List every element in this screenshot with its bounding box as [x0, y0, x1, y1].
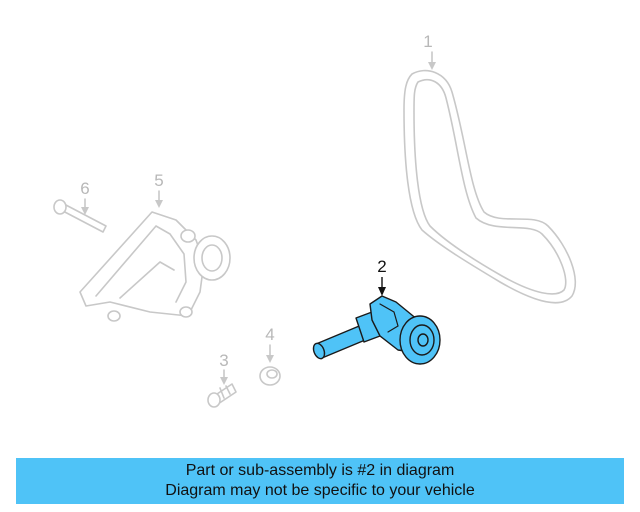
banner-line-1: Part or sub-assembly is #2 in diagram	[185, 462, 455, 479]
callout-2-arrow	[378, 287, 386, 296]
long-bolt	[53, 199, 107, 233]
parts-diagram: 1 2 3 4	[53, 32, 577, 408]
tensioner-shaft-end	[312, 342, 326, 360]
callout-5: 5	[154, 171, 164, 208]
banner-line-2: Diagram may not be specific to your vehi…	[165, 482, 475, 499]
mounting-bracket	[79, 211, 231, 322]
callout-5-arrow	[155, 200, 163, 208]
belt-tensioner	[312, 295, 441, 365]
callout-6-arrow	[81, 207, 89, 215]
callout-1-label: 1	[423, 32, 432, 51]
callout-3-arrow	[220, 377, 228, 385]
callout-6: 6	[80, 179, 90, 215]
callout-1: 1	[423, 32, 436, 70]
callout-4-label: 4	[265, 325, 274, 344]
info-banner: Part or sub-assembly is #2 in diagram Di…	[16, 458, 624, 504]
callout-1-arrow	[428, 62, 436, 70]
callout-4-arrow	[266, 355, 274, 363]
callout-3-label: 3	[219, 351, 228, 370]
callout-2: 2	[377, 257, 387, 296]
serpentine-belt	[403, 69, 577, 304]
callout-4: 4	[265, 325, 275, 363]
tensioner-pulley-bolt	[417, 333, 429, 347]
callout-2-label: 2	[377, 257, 386, 276]
washer	[259, 366, 281, 386]
callout-6-label: 6	[80, 179, 89, 198]
bolt	[207, 383, 237, 408]
callout-3: 3	[219, 351, 229, 385]
callout-5-label: 5	[154, 171, 163, 190]
